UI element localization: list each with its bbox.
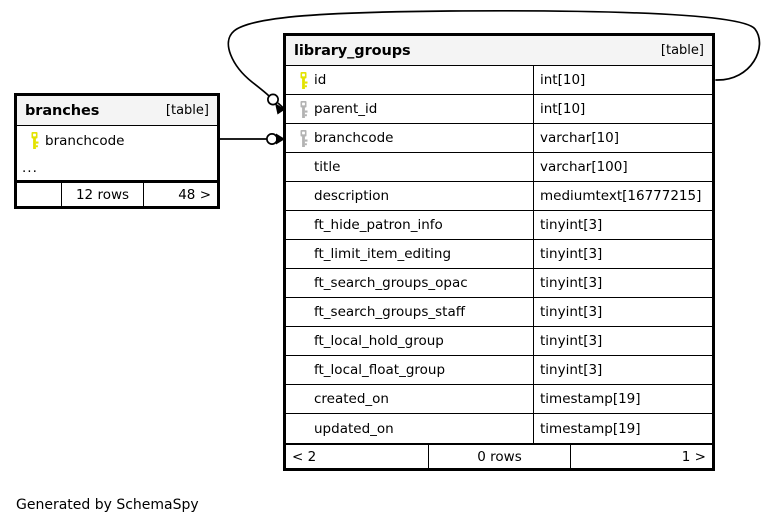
column-type-cell: mediumtext[16777215]	[533, 182, 712, 210]
column-name-label: id	[314, 72, 327, 88]
column-name-label: ft_hide_patron_info	[314, 217, 443, 233]
table-row[interactable]: parent_id int[10]	[286, 95, 712, 124]
table-row[interactable]: branchcode	[17, 126, 217, 155]
column-name-label: ft_search_groups_opac	[314, 275, 468, 291]
column-type-cell: varchar[100]	[533, 153, 712, 181]
primary-key-icon	[23, 132, 45, 149]
table-title: library_groups	[294, 42, 411, 59]
table-row[interactable]: ft_search_groups_staff tinyint[3]	[286, 298, 712, 327]
column-name-label: title	[314, 159, 341, 175]
table-footer-branches: 12 rows 48 >	[17, 181, 217, 206]
column-name-cell: ft_search_groups_opac	[286, 269, 533, 297]
column-list-branches: branchcode	[17, 126, 217, 155]
footer-prev-page-button[interactable]	[17, 183, 61, 206]
column-name-cell: title	[286, 153, 533, 181]
column-name-label: ft_local_hold_group	[314, 333, 444, 349]
table-row[interactable]: ft_hide_patron_info tinyint[3]	[286, 211, 712, 240]
column-type-cell: tinyint[3]	[533, 269, 712, 297]
footer-row-count: 0 rows	[428, 445, 570, 468]
table-row[interactable]: branchcode varchar[10]	[286, 124, 712, 153]
table-row[interactable]: description mediumtext[16777215]	[286, 182, 712, 211]
column-type-cell: tinyint[3]	[533, 211, 712, 239]
column-list-library-groups: id int[10] parent_id int[10] branchcode varch…	[286, 66, 712, 443]
generated-by-credit: Generated by SchemaSpy	[16, 497, 199, 513]
column-type-cell: tinyint[3]	[533, 240, 712, 268]
column-type-cell: int[10]	[533, 95, 712, 123]
table-row[interactable]: ft_search_groups_opac tinyint[3]	[286, 269, 712, 298]
footer-next-page-button[interactable]: 1 >	[570, 445, 712, 468]
primary-key-icon	[292, 71, 314, 89]
column-name-cell: created_on	[286, 385, 533, 413]
table-kind-label: [table]	[660, 43, 704, 58]
column-name-label: branchcode	[314, 130, 394, 146]
column-type-cell: tinyint[3]	[533, 356, 712, 384]
table-header-library-groups: library_groups [table]	[286, 36, 712, 66]
column-name-label: ft_local_float_group	[314, 362, 446, 378]
table-row[interactable]: ft_limit_item_editing tinyint[3]	[286, 240, 712, 269]
column-name-cell: ft_limit_item_editing	[286, 240, 533, 268]
column-name-label: ft_search_groups_staff	[314, 304, 466, 320]
column-type-cell: timestamp[19]	[533, 414, 712, 443]
column-name-label: created_on	[314, 391, 389, 407]
column-name-cell: ft_local_float_group	[286, 356, 533, 384]
column-name-label: updated_on	[314, 420, 394, 437]
column-name-cell: branchcode	[286, 124, 533, 152]
table-row[interactable]: ft_local_hold_group tinyint[3]	[286, 327, 712, 356]
column-name-cell: ft_local_hold_group	[286, 327, 533, 355]
column-type-cell: tinyint[3]	[533, 298, 712, 326]
column-name-label: branchcode	[45, 132, 125, 149]
column-type-cell: tinyint[3]	[533, 327, 712, 355]
column-name-cell: ft_search_groups_staff	[286, 298, 533, 326]
table-row[interactable]: updated_on timestamp[19]	[286, 414, 712, 443]
column-name-cell: ft_hide_patron_info	[286, 211, 533, 239]
table-row[interactable]: ft_local_float_group tinyint[3]	[286, 356, 712, 385]
table-row[interactable]: title varchar[100]	[286, 153, 712, 182]
more-columns-indicator: ...	[17, 155, 217, 181]
foreign-key-icon	[292, 100, 314, 118]
footer-prev-page-button[interactable]: < 2	[292, 448, 317, 465]
column-name-cell: id	[286, 66, 533, 94]
footer-next-page-button[interactable]: 48 >	[143, 183, 217, 206]
column-name-cell: branchcode	[17, 126, 217, 155]
column-name-label: ft_limit_item_editing	[314, 246, 452, 262]
table-kind-label: [table]	[165, 103, 209, 118]
table-row[interactable]: created_on timestamp[19]	[286, 385, 712, 414]
table-title: branches	[25, 102, 100, 119]
column-name-cell: description	[286, 182, 533, 210]
column-name-label: description	[314, 188, 390, 204]
column-name-cell: updated_on	[286, 414, 533, 443]
column-type-cell: int[10]	[533, 66, 712, 94]
foreign-key-icon	[292, 129, 314, 147]
table-header-branches: branches [table]	[17, 96, 217, 126]
column-name-cell: parent_id	[286, 95, 533, 123]
table-card-branches[interactable]: branches [table] branchcode ... 12 rows …	[14, 93, 220, 209]
column-type-cell: varchar[10]	[533, 124, 712, 152]
table-footer-library-groups: < 2 0 rows 1 >	[286, 443, 712, 468]
column-name-label: parent_id	[314, 101, 378, 117]
table-row[interactable]: id int[10]	[286, 66, 712, 95]
column-type-cell: timestamp[19]	[533, 385, 712, 413]
edge-branches-to-library-groups	[220, 133, 285, 145]
footer-row-count: 12 rows	[61, 183, 143, 206]
